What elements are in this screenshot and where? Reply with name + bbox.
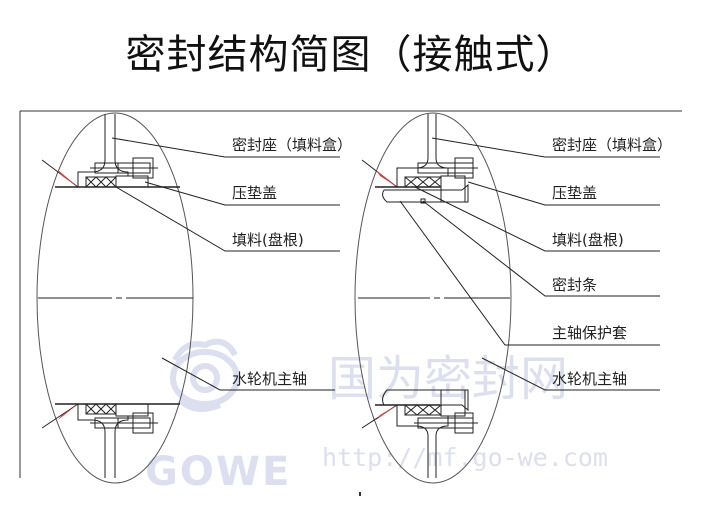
watermark-url: http://mf.go-we.com bbox=[322, 443, 608, 472]
watermark-cn-text: 国为密封网 bbox=[328, 351, 568, 407]
watermark: GOWE 国为密封网 http://mf.go-we.com bbox=[145, 338, 608, 495]
right-seal-diagram bbox=[354, 112, 660, 484]
label-left-seal-seat: 密封座（填料盒） bbox=[232, 136, 352, 154]
label-right-seal-strip: 密封条 bbox=[552, 276, 597, 294]
label-right-packing: 填料(盘根) bbox=[552, 231, 624, 249]
watermark-logo-text: GOWE bbox=[145, 449, 291, 495]
right-labels: 密封座（填料盒） 压垫盖 填料(盘根) 密封条 主轴保护套 水轮机主轴 bbox=[552, 136, 672, 388]
gowe-logo-icon bbox=[170, 338, 240, 412]
label-left-packing: 填料(盘根) bbox=[232, 231, 304, 249]
label-right-shaft-sleeve: 主轴保护套 bbox=[552, 324, 627, 342]
left-contact-point-marker-icon bbox=[58, 170, 78, 420]
left-seal-diagram bbox=[36, 112, 340, 484]
label-left-main-shaft: 水轮机主轴 bbox=[232, 370, 307, 388]
stray-mark bbox=[359, 492, 361, 496]
label-right-main-shaft: 水轮机主轴 bbox=[552, 370, 627, 388]
label-right-seal-seat: 密封座（填料盒） bbox=[552, 136, 672, 154]
left-labels: 密封座（填料盒） 压垫盖 填料(盘根) 水轮机主轴 bbox=[232, 136, 352, 388]
page-title: 密封结构简图（接触式） bbox=[125, 32, 577, 78]
frame bbox=[19, 110, 682, 478]
label-left-gland-cover: 压垫盖 bbox=[232, 184, 277, 202]
right-contact-point-marker-icon bbox=[376, 170, 397, 420]
label-right-gland-cover: 压垫盖 bbox=[552, 184, 597, 202]
